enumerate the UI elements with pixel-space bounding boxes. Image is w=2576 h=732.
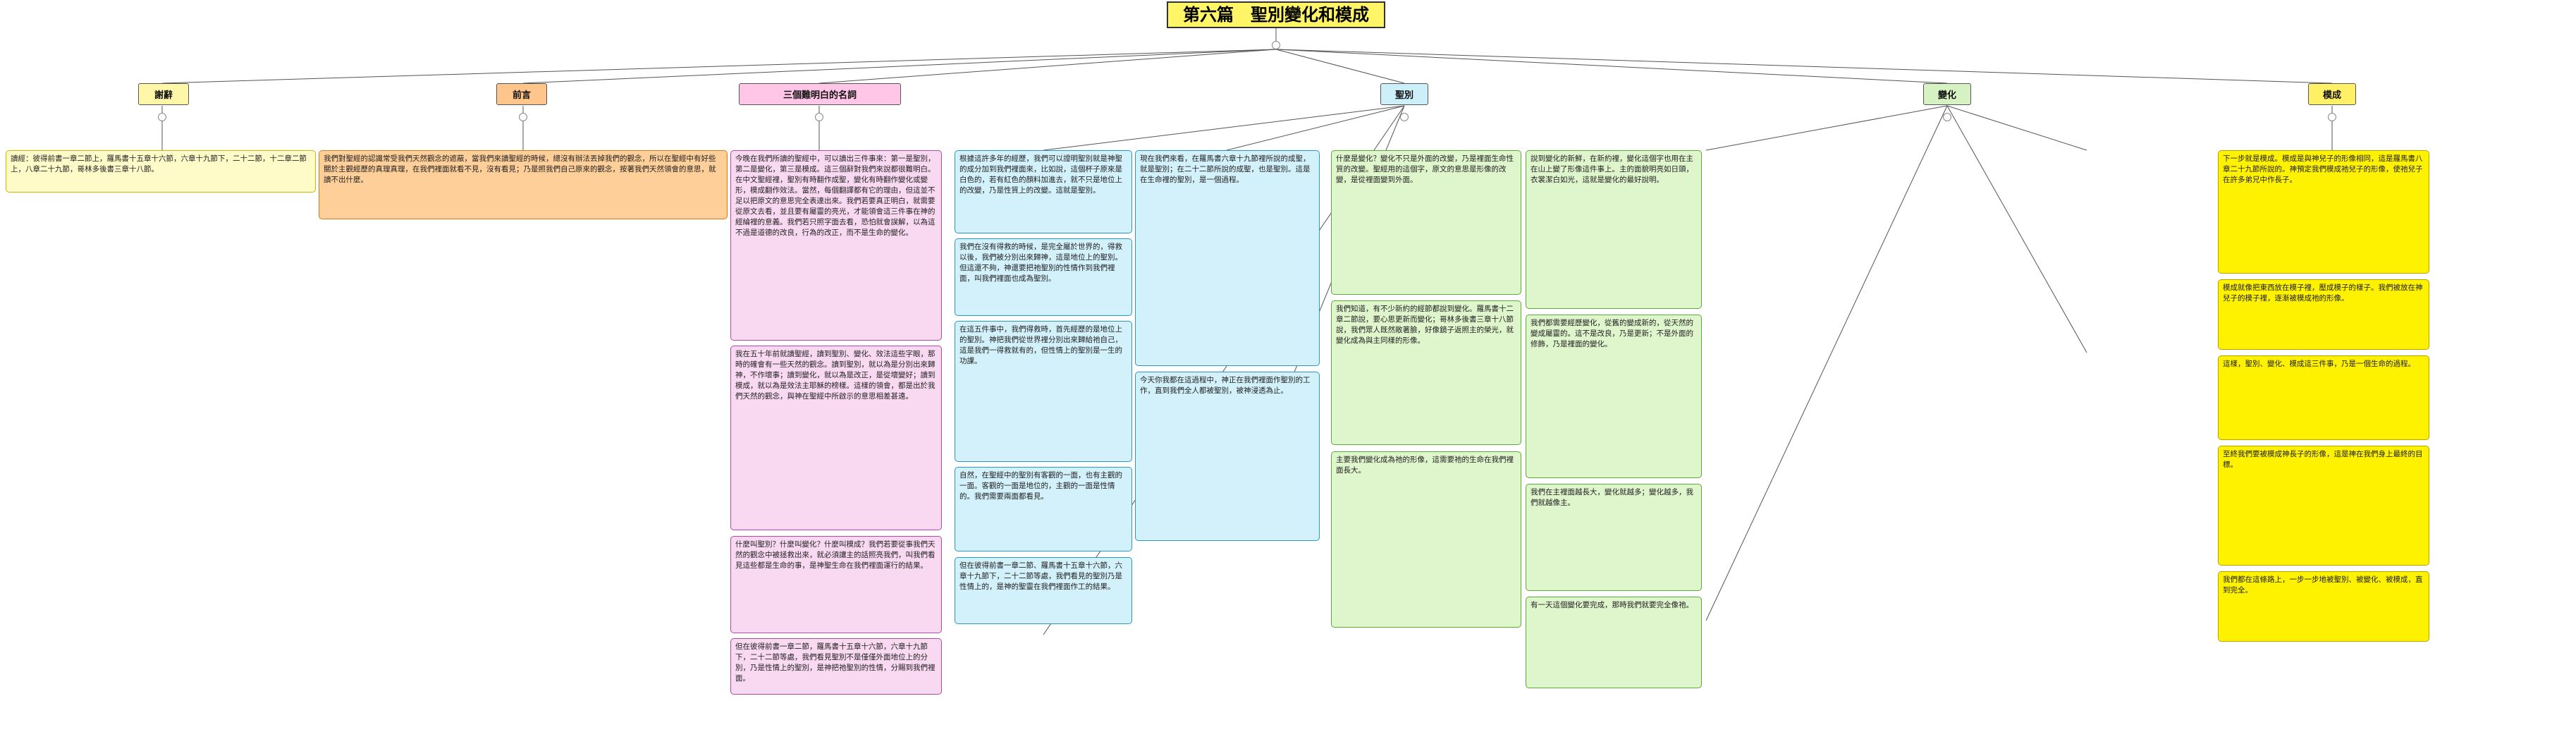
collapse-toggle-thanks[interactable] [158, 113, 166, 121]
transform-note-1: 什麼是變化？變化不只是外面的改變，乃是裡面生命性質的改變。聖經用的這個字，原文的… [1331, 150, 1521, 295]
collapse-toggle-terms[interactable] [815, 113, 823, 121]
conform-note-2: 模成就像把東西放在模子裡，壓成模子的樣子。我們被放在神兒子的模子裡，逐漸被模成祂… [2218, 279, 2429, 350]
transform-note-7: 有一天這個變化要完成，那時我們就要完全像祂。 [1526, 597, 1702, 688]
label-thanks: 謝辭 [138, 83, 189, 105]
collapse-toggle-sanctify[interactable] [1400, 113, 1409, 121]
transform-note-2: 我們知道，有不少新約的經節都說到變化。羅馬書十二章二節說，要心思更新而變化；哥林… [1331, 300, 1521, 445]
thanks-note: 讀經：彼得前書一章二節上，羅馬書十五章十六節，六章十九節下，二十二節，十二章二節… [6, 150, 316, 193]
page-title: 第六篇 聖別變化和模成 [1167, 1, 1385, 28]
label-sanctify: 聖別 [1380, 83, 1428, 105]
label-transform: 變化 [1923, 83, 1971, 105]
collapse-toggle-preface[interactable] [519, 113, 527, 121]
label-conform: 模成 [2308, 83, 2356, 105]
transform-note-3: 主要我們變化成為祂的形像，這需要祂的生命在我們裡面長大。 [1331, 451, 1521, 628]
conform-note-3: 這樣，聖別、變化、模成這三件事，乃是一個生命的過程。 [2218, 355, 2429, 440]
sanctify-note-2: 我們在沒有得救的時候，是完全屬於世界的，得救以後，我們被分別出來歸神，這是地位上… [955, 238, 1132, 316]
conform-note-1: 下一步就是模成。模成是與神兒子的形像相同，這是羅馬書八章二十九節所說的。神預定我… [2218, 150, 2429, 274]
conform-note-4: 至終我們要被模成神長子的形像，這是神在我們身上最終的目標。 [2218, 446, 2429, 566]
transform-note-6: 我們在主裡面越長大，變化就越多；變化越多，我們就越像主。 [1526, 484, 1702, 591]
sanctify-note-1: 根據這許多年的經歷，我們可以證明聖別就是神聖的成分加到我們裡面來，比如說，這個杯… [955, 150, 1132, 233]
terms-note-2: 我在五十年前就讀聖經，讀到聖別、變化、效法這些字眼，那時的確會有一些天然的觀念。… [730, 346, 942, 530]
sanctify-note-4: 自然，在聖經中的聖別有客觀的一面，也有主觀的一面。客觀的一面是地位的，主觀的一面… [955, 467, 1132, 551]
sanctify-note-6: 現在我們來看，在羅馬書六章十九節裡所說的成聖，就是聖別；在二十二節所說的成聖，也… [1135, 150, 1320, 366]
collapse-toggle-root[interactable] [1272, 41, 1280, 49]
preface-note: 我們對聖經的認識常受我們天然觀念的遮蔽，當我們來讀聖經的時候，總沒有辦法丟掉我們… [319, 150, 728, 219]
sanctify-note-3: 在這五件事中，我們得救時，首先經歷的是地位上的聖別。神把我們從世界裡分別出來歸給… [955, 321, 1132, 462]
collapse-toggle-transform[interactable] [1943, 113, 1951, 121]
collapse-toggle-conform[interactable] [2328, 113, 2336, 121]
transform-note-5: 我們都需要經歷變化，從舊的變成新的，從天然的變成屬靈的。這不是改良，乃是更新；不… [1526, 315, 1702, 478]
conform-note-5: 我們都在這條路上，一步一步地被聖別、被變化、被模成，直到完全。 [2218, 571, 2429, 642]
terms-note-3: 什麼叫聖別？什麼叫變化？什麼叫模成？我們若要從事我們天然的觀念中被拯救出來，就必… [730, 536, 942, 633]
terms-note-4: 但在彼得前書一章二節，羅馬書十五章十六節，六章十九節下，二十二節等處，我們看見聖… [730, 638, 942, 695]
label-preface: 前言 [496, 83, 547, 105]
sanctify-note-7: 今天你我都在這過程中，神正在我們裡面作聖別的工作，直到我們全人都被聖別，被神浸透… [1135, 372, 1320, 541]
label-terms: 三個難明白的名詞 [739, 83, 901, 105]
sanctify-note-5: 但在彼得前書一章二節、羅馬書十五章十六節，六章十九節下，二十二節等處，我們看見的… [955, 557, 1132, 624]
terms-note-1: 今晚在我們所讀的聖經中，可以讀出三件事來：第一是聖別，第二是變化，第三是模成。這… [730, 150, 942, 341]
transform-note-4: 說到變化的新鮮，在新約裡，變化這個字也用在主在山上變了形像這件事上。主的面貌明亮… [1526, 150, 1702, 309]
